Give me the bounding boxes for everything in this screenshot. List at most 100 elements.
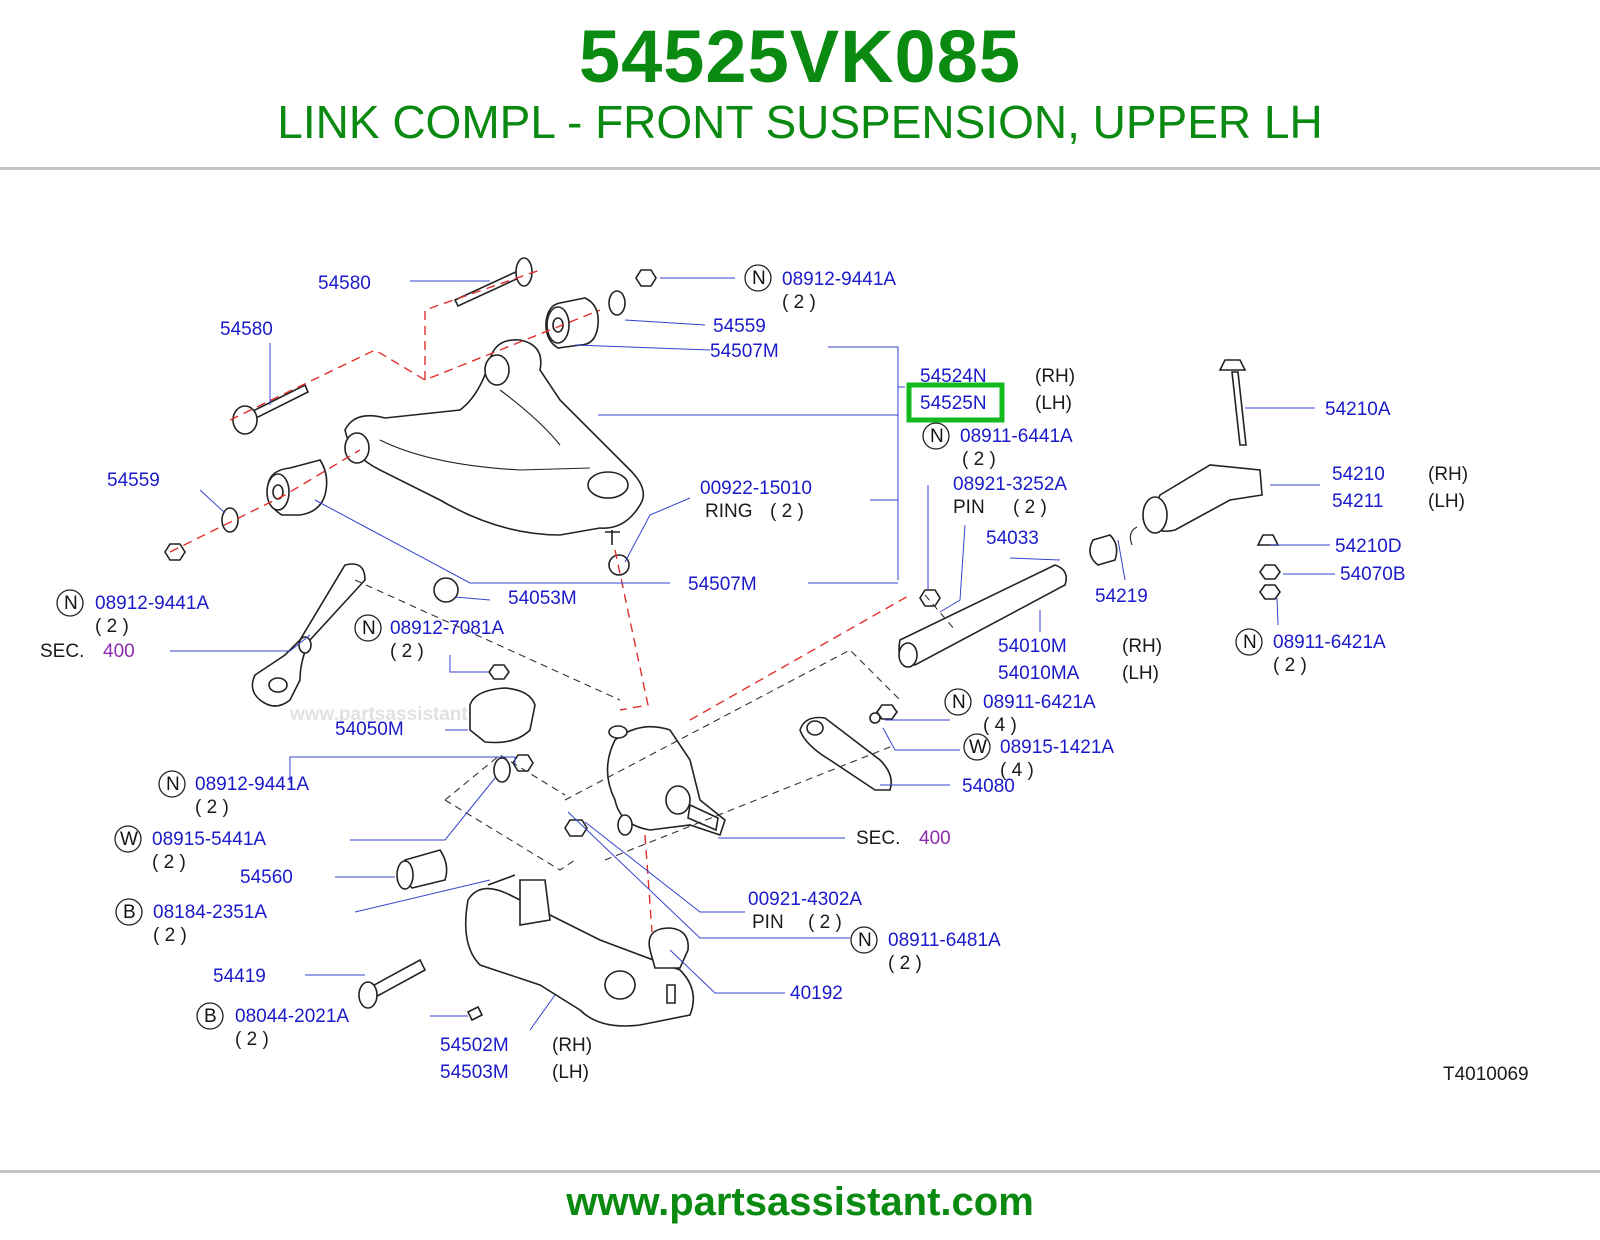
label-08921-3252A[interactable]: 08921-3252A (953, 474, 1067, 495)
label-40192[interactable]: 40192 (790, 983, 843, 1004)
sec-label: SEC. (40, 641, 84, 662)
label-54580-top[interactable]: 54580 (318, 273, 371, 294)
qty-label: ( 2 ) (770, 501, 804, 522)
n-badge-icon (354, 614, 382, 642)
n-badge-letter: N (858, 930, 872, 951)
n-badge-icon (850, 926, 878, 954)
label-08912-9441A-left[interactable]: 08912-9441A (95, 593, 209, 614)
label-54070B[interactable]: 54070B (1340, 564, 1406, 585)
qty-label: ( 2 ) (195, 797, 229, 818)
w-badge-icon (963, 733, 991, 761)
sec-number-link[interactable]: 400 (919, 828, 951, 849)
selected-part-highlight (906, 382, 1005, 423)
label-08911-6421A-mid[interactable]: 08911-6421A (983, 692, 1096, 713)
qty-label: ( 4 ) (1000, 760, 1034, 781)
label-08915-5441A[interactable]: 08915-5441A (152, 829, 266, 850)
header: 54525VK085 LINK COMPL - FRONT SUSPENSION… (0, 0, 1600, 170)
label-08912-9441A-top[interactable]: 08912-9441A (782, 269, 896, 290)
qty-label: ( 2 ) (153, 925, 187, 946)
lh-label: (LH) (1035, 393, 1072, 414)
diagram-code: T4010069 (1443, 1064, 1529, 1085)
phantom-lines (169, 269, 956, 933)
qty-label: ( 2 ) (390, 641, 424, 662)
n-badge-icon (56, 589, 84, 617)
label-54219[interactable]: 54219 (1095, 586, 1148, 607)
b-badge-letter: B (123, 902, 136, 923)
label-08184-2351A[interactable]: 08184-2351A (153, 902, 267, 923)
n-badge-letter: N (952, 692, 966, 713)
label-08911-6441A[interactable]: 08911-6441A (960, 426, 1073, 447)
rh-label: (RH) (1122, 636, 1162, 657)
label-54419[interactable]: 54419 (213, 966, 266, 987)
label-54502M[interactable]: 54502M (440, 1035, 509, 1056)
label-54580-left[interactable]: 54580 (220, 319, 273, 340)
n-badge-letter: N (1243, 632, 1257, 653)
b-badge-letter: B (204, 1006, 217, 1027)
upper-bushings-drawing (164, 257, 657, 561)
label-54210A[interactable]: 54210A (1325, 399, 1391, 420)
w-badge-icon (114, 825, 142, 853)
n-badge-letter: N (166, 774, 180, 795)
label-08911-6481A[interactable]: 08911-6481A (888, 930, 1001, 951)
bumper-drawing (469, 664, 536, 744)
ring-label: RING (705, 501, 753, 522)
rh-label: (RH) (552, 1035, 592, 1056)
n-badge-icon (1235, 628, 1263, 656)
label-54211[interactable]: 54211 (1332, 491, 1383, 512)
footer-divider (0, 1170, 1600, 1173)
part-number-title: 54525VK085 (578, 15, 1022, 98)
qty-label: ( 2 ) (235, 1029, 269, 1050)
label-54210D[interactable]: 54210D (1335, 536, 1402, 557)
label-54560[interactable]: 54560 (240, 867, 293, 888)
rh-label: (RH) (1428, 464, 1468, 485)
label-54525N-selected[interactable]: 54525N (920, 393, 987, 414)
lh-label: (LH) (552, 1062, 589, 1083)
b-badge-icon (196, 1002, 224, 1030)
sec-number-link[interactable]: 400 (103, 641, 135, 662)
watermark-text: www.partsassistant.com (289, 704, 512, 725)
label-54559-left[interactable]: 54559 (107, 470, 160, 491)
header-divider (0, 167, 1600, 170)
label-08915-1421A[interactable]: 08915-1421A (1000, 737, 1114, 758)
label-54503M[interactable]: 54503M (440, 1062, 509, 1083)
label-54053M[interactable]: 54053M (508, 588, 577, 609)
lower-link-drawing (358, 754, 695, 1027)
qty-label: ( 2 ) (1273, 655, 1307, 676)
sec-label: SEC. (856, 828, 900, 849)
pin-label: PIN (953, 497, 985, 518)
label-54033[interactable]: 54033 (986, 528, 1039, 549)
label-08911-6421A-right[interactable]: 08911-6421A (1273, 632, 1386, 653)
leader-lines (170, 277, 1335, 1031)
label-54507M-top[interactable]: 54507M (710, 341, 779, 362)
label-00921-4302A[interactable]: 00921-4302A (748, 889, 862, 910)
label-54080[interactable]: 54080 (962, 776, 1015, 797)
lh-label: (LH) (1428, 491, 1465, 512)
n-badge-letter: N (362, 618, 376, 639)
label-54010M[interactable]: 54010M (998, 636, 1067, 657)
lh-label: (LH) (1122, 663, 1159, 684)
label-54524N[interactable]: 54524N (920, 366, 987, 387)
label-54010MA[interactable]: 54010MA (998, 663, 1080, 684)
part-labels: 54580 N 08912-9441A ( 2 ) 54580 54559 54… (40, 264, 1529, 1085)
label-08044-2021A[interactable]: 08044-2021A (235, 1006, 349, 1027)
n-badge-icon (922, 422, 950, 450)
qty-label: ( 2 ) (152, 852, 186, 873)
qty-label: ( 2 ) (808, 912, 842, 933)
tension-rod-drawing (251, 563, 459, 707)
label-54559-top[interactable]: 54559 (713, 316, 766, 337)
upper-link-drawing (344, 339, 645, 545)
label-54507M-bottom[interactable]: 54507M (688, 574, 757, 595)
label-08912-9441A-lower[interactable]: 08912-9441A (195, 774, 309, 795)
idler-arm-drawing (799, 704, 898, 791)
n-badge-icon (158, 770, 186, 798)
label-54050M[interactable]: 54050M (335, 719, 404, 740)
label-08912-7081A[interactable]: 08912-7081A (390, 618, 504, 639)
knuckle-drawing (564, 554, 726, 837)
label-00922-15010[interactable]: 00922-15010 (700, 478, 812, 499)
label-54210[interactable]: 54210 (1332, 464, 1385, 485)
footer-url-link[interactable]: www.partsassistant.com (566, 1180, 1034, 1224)
n-badge-icon (944, 688, 972, 716)
qty-label: ( 2 ) (888, 953, 922, 974)
qty-label: ( 2 ) (95, 616, 129, 637)
w-badge-letter: W (969, 737, 987, 758)
